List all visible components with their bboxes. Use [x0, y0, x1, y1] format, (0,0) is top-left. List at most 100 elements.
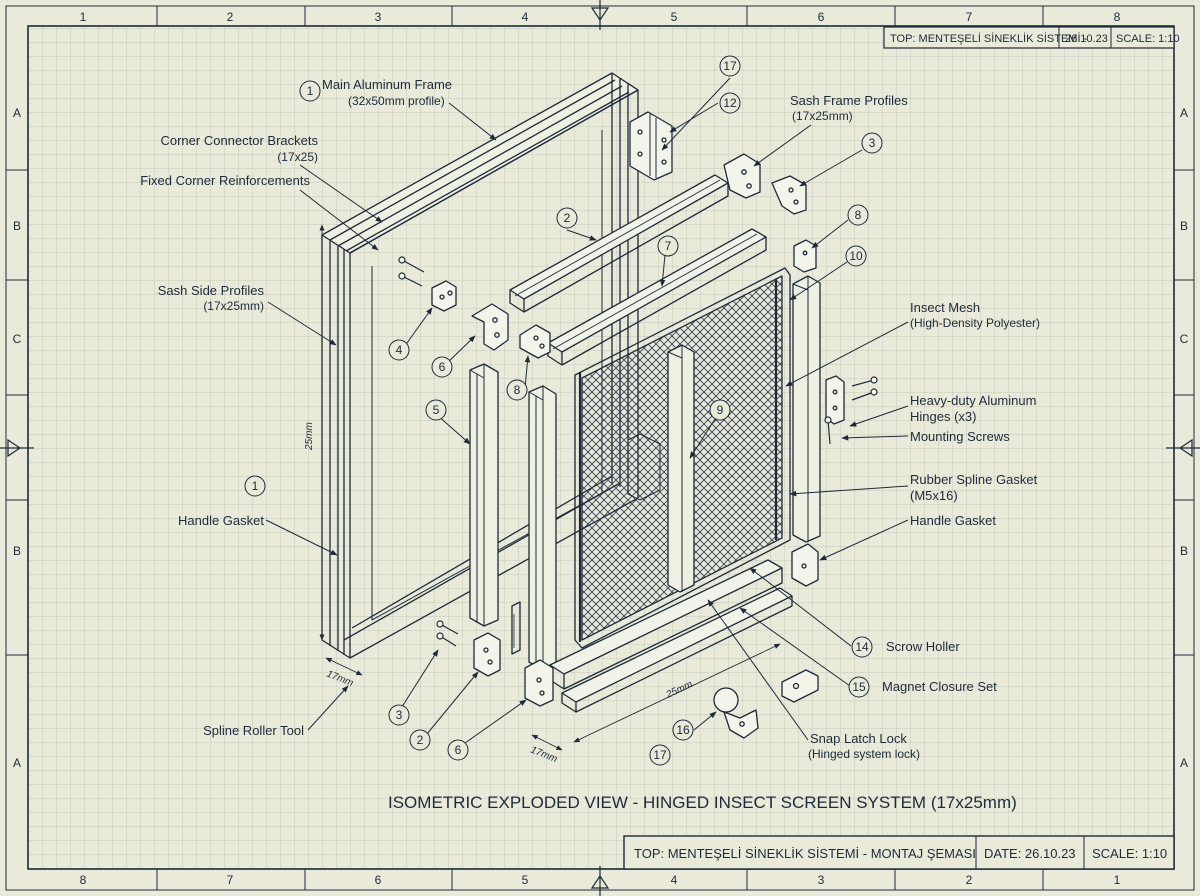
zone-labels-left: A B C B A — [13, 106, 22, 770]
label-scrow-holler: Scrow Holler — [886, 639, 960, 654]
mounting-screws-part — [398, 256, 878, 647]
label-sash-side-sub: (17x25mm) — [203, 299, 264, 313]
title-block-top: TOP: MENTEŞELİ SİNEKLİK SİSTEMİ - 26.10.… — [883, 26, 1180, 49]
zone-bottom: 4 — [671, 873, 678, 887]
callout-number: 17 — [723, 59, 737, 73]
title-block-bottom-scale: SCALE: 1:10 — [1092, 846, 1167, 861]
corner-bracket-part — [519, 324, 551, 359]
title-block-bottom-title: TOP: MENTEŞELİ SİNEKLİK SİSTEMİ - MONTAJ… — [634, 846, 976, 861]
callout-number: 6 — [439, 360, 446, 374]
zone-top: 4 — [522, 10, 529, 24]
corner-bracket-part — [771, 175, 807, 215]
zone-bottom: 1 — [1114, 873, 1121, 887]
label-magnet-closure: Magnet Closure Set — [882, 679, 997, 694]
dimension-lines — [319, 224, 781, 751]
leader-lines — [265, 77, 909, 749]
callout-number: 2 — [564, 211, 571, 225]
callout-number: 2 — [417, 733, 424, 747]
callout-number: 17 — [653, 748, 667, 762]
label-snap-latch: Snap Latch Lock — [810, 731, 907, 746]
label-hinges-sub: Hinges (x3) — [910, 409, 976, 424]
label-rubber-spline-sub: (M5x16) — [910, 488, 958, 503]
label-sash-side: Sash Side Profiles — [158, 283, 265, 298]
callout-number: 3 — [869, 136, 876, 150]
callout-number: 1 — [252, 479, 259, 493]
zone-top: 2 — [227, 10, 234, 24]
corner-bracket-part — [793, 239, 817, 273]
callout-number: 14 — [855, 640, 869, 654]
zone-top: 5 — [671, 10, 678, 24]
label-main-frame-sub: (32x50mm profile) — [348, 94, 445, 108]
hinge-part — [629, 111, 673, 181]
corner-bracket-part — [473, 632, 501, 677]
sash-top-rail-part — [509, 174, 729, 313]
sash-side-profile-right-part — [792, 275, 821, 543]
zone-top: 6 — [818, 10, 825, 24]
callout-number: 8 — [855, 208, 862, 222]
magnet-closure-part — [781, 669, 819, 703]
rubber-spline-gasket-part — [791, 543, 819, 587]
zone-left: C — [13, 332, 22, 346]
zone-bottom: 7 — [227, 873, 234, 887]
callout-numbers: 1 17 12 3 2 7 8 10 4 6 8 5 9 1 3 2 6 16 … — [252, 59, 876, 762]
zone-left: B — [13, 544, 21, 558]
title-block-top-scale: SCALE: 1:10 — [1116, 33, 1180, 45]
sash-second-rail-part — [547, 228, 767, 366]
callout-number: 3 — [396, 708, 403, 722]
zone-left: B — [13, 219, 21, 233]
callout-number: 15 — [852, 680, 866, 694]
zone-top: 3 — [375, 10, 382, 24]
label-corner-connector-sub: (17x25) — [277, 150, 318, 164]
callout-number: 1 — [307, 84, 314, 98]
zone-bottom: 8 — [80, 873, 87, 887]
zone-bottom: 6 — [375, 873, 382, 887]
zone-top: 1 — [80, 10, 87, 24]
callout-number: 7 — [665, 239, 672, 253]
zone-labels-right: A B C B A — [1180, 106, 1189, 770]
sash-center-profile-part — [667, 344, 695, 593]
label-hinges: Heavy-duty Aluminum — [910, 393, 1036, 408]
drawing-title: ISOMETRIC EXPLODED VIEW - HINGED INSECT … — [388, 793, 1017, 812]
label-fixed-corner: Fixed Corner Reinforcements — [140, 173, 310, 188]
zone-bottom: 2 — [966, 873, 973, 887]
sash-side-profile-mid-part — [528, 385, 557, 671]
title-block-bottom-date: DATE: 26.10.23 — [984, 846, 1076, 861]
label-rubber-spline: Rubber Spline Gasket — [910, 472, 1038, 487]
label-insect-mesh-sub: (High-Density Polyester) — [910, 316, 1040, 330]
handle-gasket-part — [511, 601, 521, 655]
label-main-frame: Main Aluminum Frame — [322, 77, 452, 92]
label-corner-connector: Corner Connector Brackets — [160, 133, 318, 148]
label-handle-gasket-left: Handle Gasket — [178, 513, 264, 528]
zone-ticks — [6, 6, 1194, 890]
zone-right: B — [1180, 219, 1188, 233]
corner-bracket-part — [524, 659, 554, 707]
zone-top: 8 — [1114, 10, 1121, 24]
callout-number: 9 — [717, 403, 724, 417]
callouts — [244, 55, 883, 766]
label-spline-roller: Spline Roller Tool — [203, 723, 304, 738]
label-sash-frame: Sash Frame Profiles — [790, 93, 908, 108]
callout-number: 5 — [433, 403, 440, 417]
label-handle-gasket-right: Handle Gasket — [910, 513, 996, 528]
callout-number: 4 — [396, 343, 403, 357]
zone-labels-top: 1 2 3 4 5 6 7 8 — [80, 10, 1121, 24]
zone-right: C — [1180, 332, 1189, 346]
zone-right: A — [1180, 756, 1188, 770]
sash-side-profile-left-part — [469, 363, 499, 627]
zone-left: A — [13, 756, 21, 770]
callout-number: 10 — [849, 249, 863, 263]
fixed-corner-reinforcement-part — [471, 303, 509, 351]
zone-bottom: 3 — [818, 873, 825, 887]
corner-bracket-part — [431, 280, 457, 312]
zone-right: B — [1180, 544, 1188, 558]
label-sash-frame-sub: (17x25mm) — [792, 109, 853, 123]
title-block-top-title: TOP: MENTEŞELİ SİNEKLİK SİSTEMİ - — [890, 32, 1088, 45]
zone-right: A — [1180, 106, 1188, 120]
zone-left: A — [13, 106, 21, 120]
label-snap-latch-sub: (Hinged system lock) — [808, 747, 920, 761]
title-block-bottom: TOP: MENTEŞELİ SİNEKLİK SİSTEMİ - MONTAJ… — [623, 835, 1175, 870]
dimension-height-label: 25mm — [304, 422, 315, 451]
zone-top: 7 — [966, 10, 973, 24]
